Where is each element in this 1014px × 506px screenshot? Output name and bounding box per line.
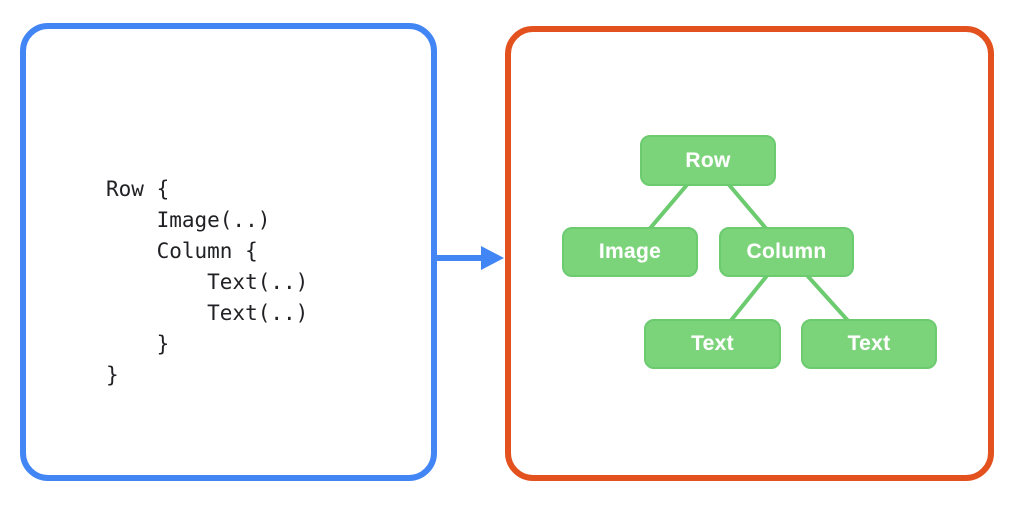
ui-tree-panel: Row Image Column Text Text [505, 26, 994, 481]
code-panel: Row { Image(..) Column { Text(..) Text(.… [20, 23, 437, 481]
tree-node-image: Image [562, 227, 698, 277]
tree-node-text-1: Text [644, 319, 781, 369]
tree-node-column: Column [719, 227, 854, 277]
arrow-right-icon [434, 246, 504, 270]
tree-node-row: Row [640, 135, 776, 186]
code-snippet: Row { Image(..) Column { Text(..) Text(.… [106, 177, 309, 387]
tree-node-text-2: Text [801, 319, 937, 369]
